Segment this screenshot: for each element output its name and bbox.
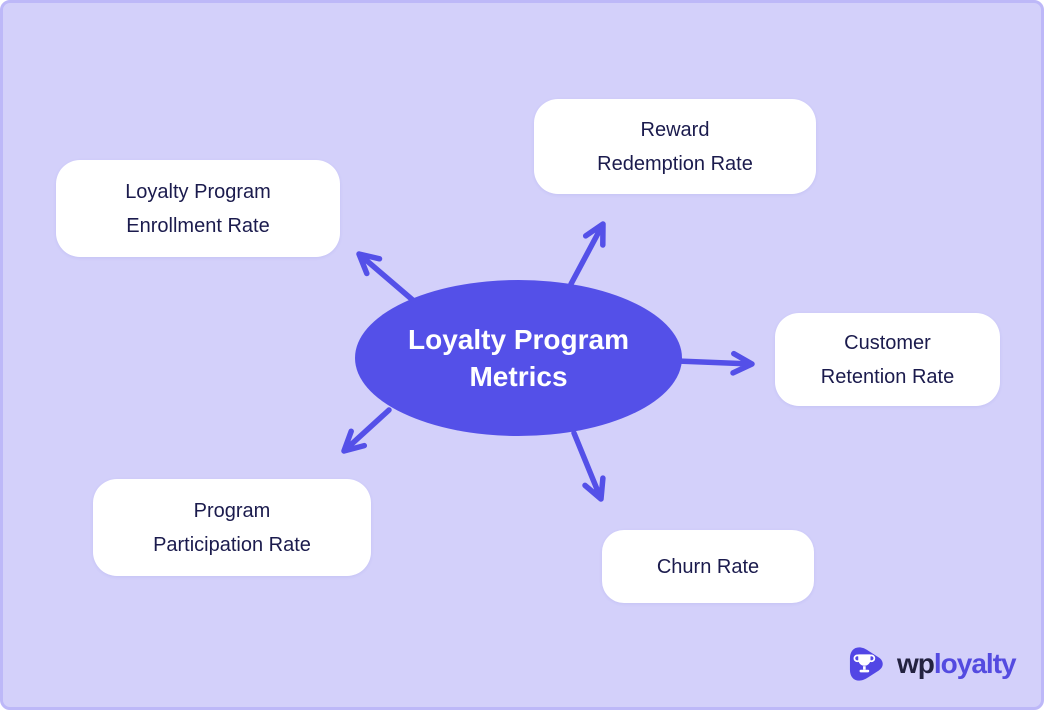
node-label-line: Retention Rate — [820, 365, 955, 388]
node-label-line: Churn Rate — [656, 555, 760, 578]
center-node-label-line: Metrics — [469, 361, 568, 392]
node-customer-retention-rate: Customer Retention Rate — [775, 313, 1000, 406]
wployalty-wordmark: wployalty — [897, 643, 1017, 685]
logo-text-wp: wp — [897, 648, 935, 679]
node-label-line: Loyalty Program — [125, 180, 271, 203]
node-label-line: Reward — [640, 118, 710, 141]
node-label-line: Redemption Rate — [597, 152, 753, 175]
node-churn-rate: Churn Rate — [602, 530, 814, 603]
node-reward-redemption-rate: Reward Redemption Rate — [534, 99, 816, 194]
node-label-line: Program — [193, 499, 271, 522]
arrow-churn — [571, 430, 606, 502]
node-program-participation-rate: Program Participation Rate — [93, 479, 371, 576]
node-label-line: Participation Rate — [153, 533, 311, 556]
logo-text-loyalty: loyalty — [933, 648, 1017, 679]
arrow-participation — [341, 407, 392, 454]
node-label-line: Enrollment Rate — [126, 214, 270, 237]
node-loyalty-program-enrollment-rate: Loyalty Program Enrollment Rate — [56, 160, 340, 257]
center-node-loyalty-program-metrics: Loyalty Program Metrics — [355, 280, 682, 436]
center-node-label-line: Loyalty Program — [408, 324, 629, 355]
arrow-retention — [674, 350, 755, 376]
arrow-reward — [568, 221, 606, 287]
arrow-enrollment — [356, 251, 418, 305]
trophy-icon — [849, 647, 883, 681]
node-label-line: Customer — [844, 331, 931, 354]
wployalty-logo: wployalty — [846, 643, 1017, 685]
